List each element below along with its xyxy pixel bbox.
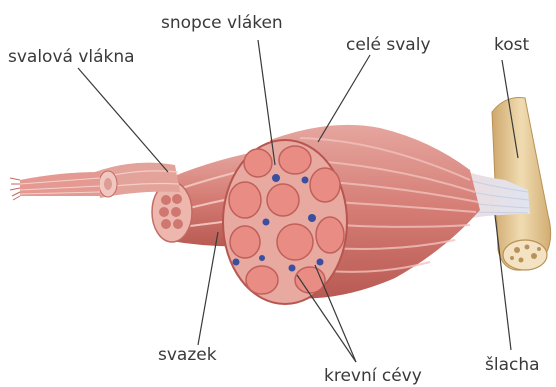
label-fascicle: svazek: [158, 345, 217, 365]
label-fiber-bundles: snopce vláken: [161, 13, 283, 33]
label-muscle-fibers: svalová vlákna: [8, 47, 135, 67]
muscle-fibers: [10, 163, 180, 200]
label-blood-vessels: krevní cévy: [324, 366, 422, 386]
leader-line-muscle-fibers: [78, 68, 168, 172]
label-tendon: šlacha: [485, 355, 540, 375]
label-bone: kost: [494, 35, 529, 55]
leader-line-fascicle: [198, 232, 218, 345]
muscle-cross-section: [223, 140, 347, 304]
label-whole-muscles: celé svaly: [346, 35, 431, 55]
